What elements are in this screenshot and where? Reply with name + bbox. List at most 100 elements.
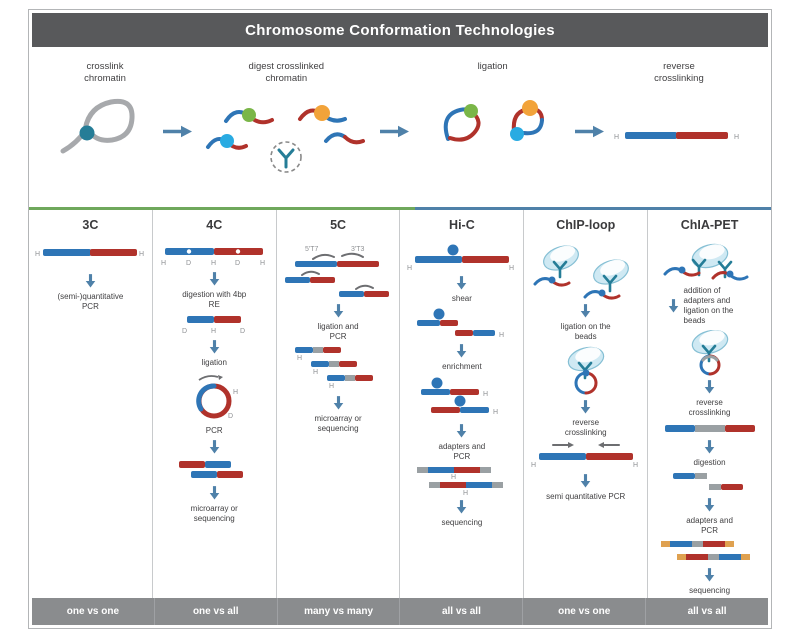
step-label: adapters and PCR bbox=[686, 516, 733, 535]
column-title: Hi-C bbox=[449, 218, 475, 232]
orange-protein-circle bbox=[521, 99, 538, 116]
h-site-label: H bbox=[260, 260, 265, 267]
h-site-label: H bbox=[329, 383, 334, 390]
page-title: Chromosome Conformation Technologies bbox=[245, 21, 555, 39]
d-site-label: D bbox=[240, 328, 245, 335]
h-site-label: H bbox=[297, 355, 302, 362]
step-label: PCR bbox=[205, 426, 223, 435]
column-4c: 4C H D H D H digestion with 4bp RE bbox=[153, 210, 277, 598]
sheared-fragments-illustration: H bbox=[416, 308, 504, 339]
workflow-step-label: crosslink chromatin bbox=[84, 61, 126, 84]
down-arrow-icon bbox=[456, 344, 467, 358]
column-title: ChIP-loop bbox=[556, 218, 616, 232]
column-title: 3C bbox=[82, 218, 99, 232]
linear-with-linker-illustration bbox=[664, 425, 755, 432]
chip-bead-complex-illustration bbox=[533, 242, 632, 300]
protein-circle bbox=[598, 289, 606, 297]
h-site-label: H bbox=[493, 409, 498, 416]
column-5c: 5C 5'T7 3'T3 ligation and PCR bbox=[277, 210, 401, 598]
biotin-circle bbox=[454, 395, 466, 407]
h-site-label: H bbox=[407, 265, 412, 272]
pcr-template-illustration: H H bbox=[531, 442, 638, 469]
comparison-footer: one vs one one vs all many vs many all v… bbox=[32, 598, 768, 625]
protein-circle bbox=[548, 276, 556, 284]
h-site-label: H bbox=[499, 332, 504, 339]
column-3c: 3C H H (semi-)quantitative PCR bbox=[29, 210, 153, 598]
down-arrow-icon bbox=[209, 272, 220, 286]
adapter-tags-illustration bbox=[660, 541, 750, 560]
arrow-with-label: addition of adapters and ligation on the… bbox=[668, 286, 752, 326]
workflow-step-label: digest crosslinked chromatin bbox=[248, 61, 325, 84]
re-site-dot bbox=[187, 249, 192, 254]
step-label: microarray or sequencing bbox=[314, 414, 362, 433]
h-site-label: H bbox=[463, 490, 468, 496]
down-arrow-icon bbox=[85, 274, 96, 288]
right-arrow-icon bbox=[163, 125, 193, 138]
h-site-label: H bbox=[531, 462, 536, 469]
down-arrow-icon bbox=[580, 474, 591, 488]
column-hic: Hi-C H H shear H bbox=[400, 210, 525, 598]
right-arrow-icon bbox=[575, 125, 605, 138]
circularized-fragment-illustration: H D bbox=[196, 375, 238, 420]
digested-tags-illustration bbox=[672, 473, 743, 490]
column-chia-pet: ChIA-PET addition of adapters and ligati… bbox=[648, 210, 771, 598]
teal-protein-circle bbox=[79, 125, 95, 141]
figure-frame: Chromosome Conformation Technologies cro… bbox=[28, 9, 772, 629]
column-title: ChIA-PET bbox=[680, 218, 739, 232]
footer-cell-hic: all vs all bbox=[399, 598, 523, 625]
column-title: 4C bbox=[206, 218, 223, 232]
protein-circle bbox=[678, 266, 686, 274]
h-site-label: H bbox=[614, 134, 619, 141]
down-arrow-icon bbox=[704, 568, 715, 582]
step-label: semi quantitative PCR bbox=[546, 492, 626, 501]
h-site-label: H bbox=[211, 328, 216, 335]
step-label: shear bbox=[451, 294, 472, 303]
down-arrow-icon bbox=[668, 299, 679, 313]
biotin-circle bbox=[431, 377, 443, 389]
ligated-products-illustration: H H H bbox=[295, 347, 374, 390]
step-label: sequencing bbox=[689, 586, 731, 595]
3c-template-illustration: H H bbox=[35, 249, 144, 258]
down-arrow-icon bbox=[333, 304, 344, 318]
biotin-circle bbox=[447, 244, 459, 256]
d-site-label: D bbox=[235, 260, 240, 267]
step-label: adapters and PCR bbox=[438, 442, 486, 461]
step-label: (semi-)quantitative PCR bbox=[57, 292, 124, 311]
footer-cell-4c: one vs all bbox=[153, 598, 277, 625]
d-site-label: D bbox=[182, 328, 187, 335]
5c-primer-annealing-illustration: 5'T7 3'T3 bbox=[285, 246, 390, 297]
enriched-fragments-illustration: H H bbox=[420, 377, 498, 416]
chromatin-loop-illustration bbox=[60, 98, 135, 154]
cyan-protein-circle bbox=[509, 126, 524, 141]
h-site-label: H bbox=[734, 134, 739, 141]
ligated-loop-on-bead-illustration bbox=[564, 344, 607, 395]
step-label: sequencing bbox=[441, 518, 483, 527]
h-site-label: H bbox=[509, 265, 514, 272]
workflow-step-reverse-crosslink: reverse crosslinking H H bbox=[613, 61, 745, 147]
footer-cell-3c: one vs one bbox=[32, 598, 154, 625]
step-label: digestion with 4bp RE bbox=[182, 290, 247, 309]
column-chip-loop: ChIP-loop ligation on the beads bbox=[524, 210, 649, 598]
adapter-ligated-illustration: H H bbox=[416, 467, 503, 496]
h-site-label: H bbox=[233, 389, 238, 396]
down-arrow-icon bbox=[580, 304, 591, 318]
linear-fragment-illustration: H H bbox=[614, 131, 739, 141]
down-arrow-icon bbox=[209, 340, 220, 354]
down-arrow-icon bbox=[456, 276, 467, 290]
footer-cell-chip-loop: one vs one bbox=[522, 598, 646, 625]
h-site-label: H bbox=[633, 462, 638, 469]
h-site-label: H bbox=[313, 369, 318, 376]
biotin-circle bbox=[433, 308, 445, 320]
down-arrow-icon bbox=[456, 424, 467, 438]
cyan-protein-circle bbox=[220, 133, 235, 148]
antibody-y-icon bbox=[277, 148, 295, 169]
digested-fragment-illustration: D H D bbox=[182, 316, 245, 335]
4c-template-illustration: H D H D H bbox=[161, 248, 265, 267]
chia-bead-complex-illustration bbox=[663, 242, 749, 281]
green-protein-circle bbox=[463, 103, 478, 118]
workflow-panel: crosslink chromatin digest crosslinked c… bbox=[29, 47, 771, 207]
workflow-step-digest: digest crosslinked chromatin bbox=[200, 61, 372, 177]
h-site-label: H bbox=[211, 260, 216, 267]
method-columns: 3C H H (semi-)quantitative PCR 4C bbox=[29, 210, 771, 598]
